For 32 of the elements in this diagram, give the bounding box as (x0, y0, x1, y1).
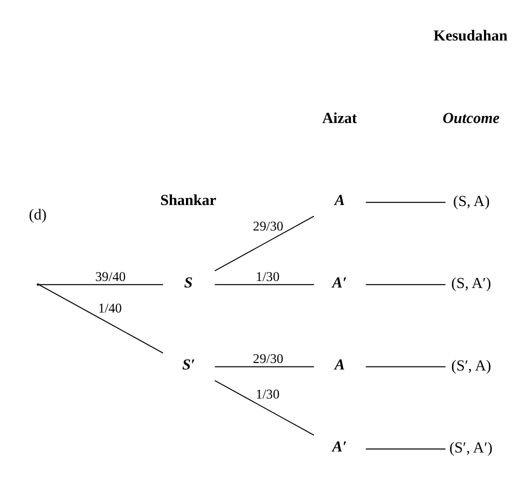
node-text: A (334, 356, 345, 374)
node-text: A′ (332, 438, 347, 456)
edge-label: 1/40 (98, 300, 122, 316)
label: Shankar (160, 192, 216, 210)
node-text: (S′, A′) (449, 440, 493, 457)
edge-label: 1/30 (256, 386, 280, 402)
edge-label: 29/30 (252, 218, 284, 234)
connector (214, 380, 314, 436)
node-text: A (334, 192, 345, 210)
connector (214, 366, 314, 368)
edge-label: 1/30 (256, 268, 280, 284)
connector (365, 366, 446, 368)
edge-label: 29/30 (252, 351, 284, 366)
label: Outcome (442, 110, 500, 127)
connector (365, 284, 446, 286)
node-text: (S′, A) (451, 357, 492, 374)
label: Kesudahan (434, 28, 508, 45)
node-text: S′ (182, 356, 196, 374)
node-text: (S, A) (453, 193, 490, 210)
node-point (36, 283, 40, 286)
connector (365, 448, 446, 450)
connector (365, 202, 446, 203)
connector (214, 284, 314, 286)
node-text: (S, A′) (451, 275, 492, 292)
label: (d) (28, 206, 47, 224)
connector (214, 216, 314, 272)
label: Aizat (322, 110, 358, 127)
node-text: A′ (332, 274, 347, 292)
edge-label: 39/40 (95, 268, 126, 284)
connector (38, 284, 164, 354)
node-text: S (184, 274, 193, 292)
connector (38, 284, 164, 286)
